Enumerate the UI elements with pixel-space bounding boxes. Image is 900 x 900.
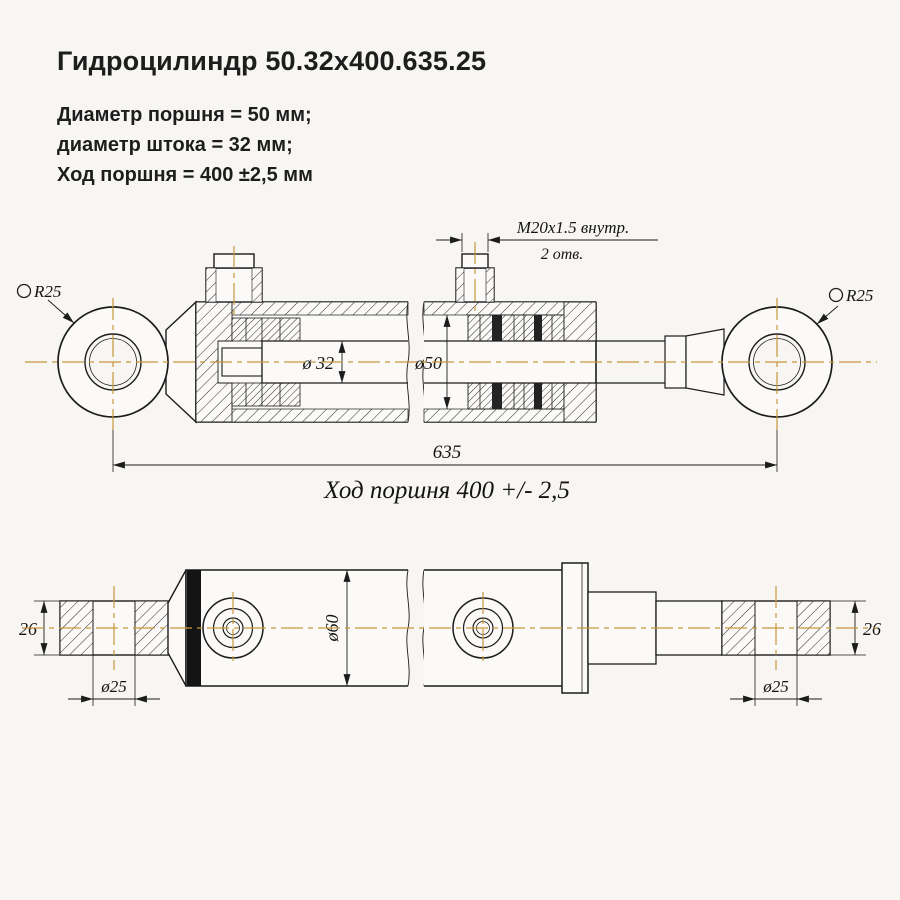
- top-view-section: R25 R25 M20x1.5 внутр. 2 отв.: [16, 218, 873, 504]
- spec-piston-diameter: Диаметр поршня = 50 мм;: [57, 104, 312, 126]
- eye-hole-right-label: ø25: [762, 677, 789, 696]
- eye-width-right-label: 26: [863, 619, 881, 639]
- thread-holes-label: 2 отв.: [541, 246, 584, 263]
- eye-width-dimension-left: 26: [19, 600, 60, 656]
- eye-hole-dimension-right: ø25: [730, 655, 822, 706]
- specs-block: Диаметр поршня = 50 мм; диаметр штока = …: [57, 100, 313, 190]
- radius-callout-left: R25: [16, 282, 75, 324]
- front-gland-top: [563, 301, 597, 342]
- piston-seal-stack: [467, 314, 565, 410]
- thread-spec-label: M20x1.5 внутр.: [516, 218, 630, 237]
- spec-stroke: Ход поршня = 400 ±2,5 мм: [57, 164, 313, 186]
- gland-stack-bottom: [231, 382, 301, 407]
- radius-right-label: R25: [845, 286, 873, 305]
- eye-hole-left-label: ø25: [100, 677, 127, 696]
- thread-dimension: M20x1.5 внутр. 2 отв.: [436, 218, 658, 263]
- radius-symbol-left-icon: [16, 283, 32, 299]
- radius-symbol-right-icon: [828, 287, 844, 303]
- overall-length-label: 635: [433, 442, 462, 463]
- front-gland-bottom: [563, 382, 597, 423]
- stroke-note-label: Ход поршня 400 +/- 2,5: [323, 477, 570, 504]
- rod-diameter-label: ø 32: [302, 353, 335, 373]
- bore-diameter-label: ø50: [414, 353, 442, 373]
- eye-width-left-label: 26: [19, 619, 37, 639]
- bottom-view: ø60: [19, 562, 881, 706]
- cylinder-tube-left: [195, 301, 409, 423]
- spec-rod-diameter: диаметр штока = 32 мм;: [57, 134, 293, 156]
- drawing-title: Гидроцилиндр 50.32х400.635.25: [57, 46, 487, 76]
- centerlines: [22, 242, 877, 670]
- radius-left-label: R25: [33, 282, 61, 301]
- gland-stack-top: [231, 317, 301, 342]
- eye-hole-dimension-left: ø25: [68, 655, 160, 706]
- weld-ring: [187, 570, 201, 686]
- radius-callout-right: R25: [816, 286, 873, 325]
- overall-length-dimension: 635: [112, 420, 778, 472]
